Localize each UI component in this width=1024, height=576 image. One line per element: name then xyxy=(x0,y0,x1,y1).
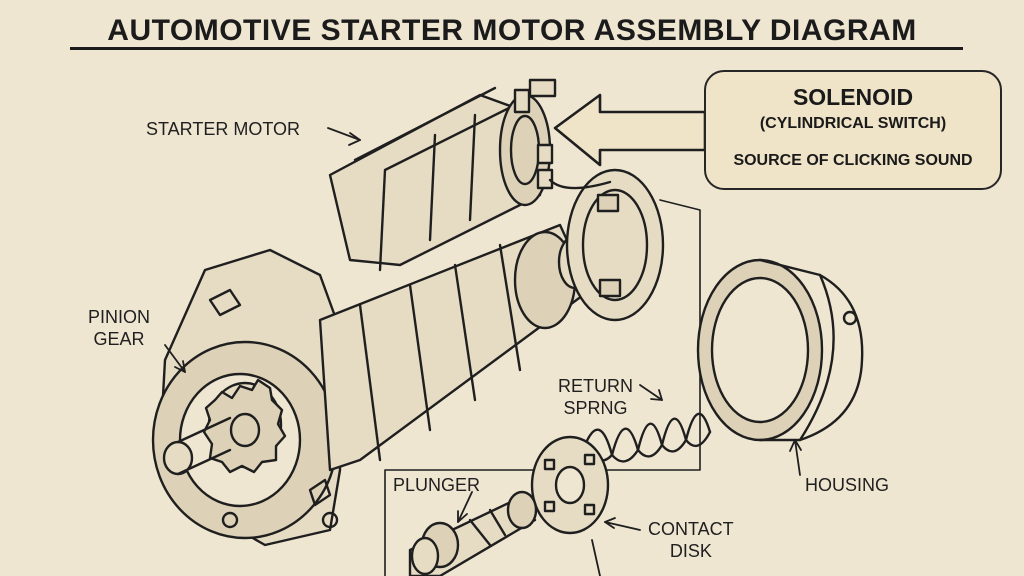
diagram-title: AUTOMOTIVE STARTER MOTOR ASSEMBLY DIAGRA… xyxy=(107,14,917,47)
solenoid-body xyxy=(328,78,557,272)
label-pinion-line1: PINION xyxy=(88,307,151,327)
label-pinion-line2: GEAR xyxy=(93,329,145,349)
callout-note: SOURCE OF CLICKING SOUND xyxy=(733,152,973,169)
exploded-view-outline xyxy=(384,199,701,576)
label-pinion-gear: PINION GEAR xyxy=(88,306,150,350)
label-contact-disk: CONTACT DISK xyxy=(648,518,734,562)
label-return-spring: RETURN SPRNG xyxy=(558,375,633,419)
housing-drawing xyxy=(696,258,864,442)
solenoid-callout-arrow xyxy=(553,93,707,167)
label-return-line1: RETURN xyxy=(558,376,633,396)
label-plunger: PLUNGER xyxy=(393,475,481,495)
label-starter-motor: STARTER MOTOR xyxy=(146,119,301,139)
solenoid-callout: SOLENOID (CYLINDRICAL SWITCH) SOURCE OF … xyxy=(704,70,1002,190)
callout-subtitle: (CYLINDRICAL SWITCH) xyxy=(759,115,947,132)
brush-plate xyxy=(548,168,665,322)
leader-lines xyxy=(164,127,802,576)
return-spring-drawing xyxy=(583,412,712,463)
plunger-drawing xyxy=(408,490,538,576)
label-contact-line2: DISK xyxy=(669,541,712,561)
label-return-line2: SPRNG xyxy=(563,398,628,418)
callout-title: SOLENOID xyxy=(792,84,914,110)
label-contact-line1: CONTACT xyxy=(648,519,734,539)
pinion-gear-drawing xyxy=(162,378,287,476)
label-housing: HOUSING xyxy=(805,475,890,495)
contact-disk-drawing xyxy=(530,435,610,535)
title-underline xyxy=(70,47,963,50)
